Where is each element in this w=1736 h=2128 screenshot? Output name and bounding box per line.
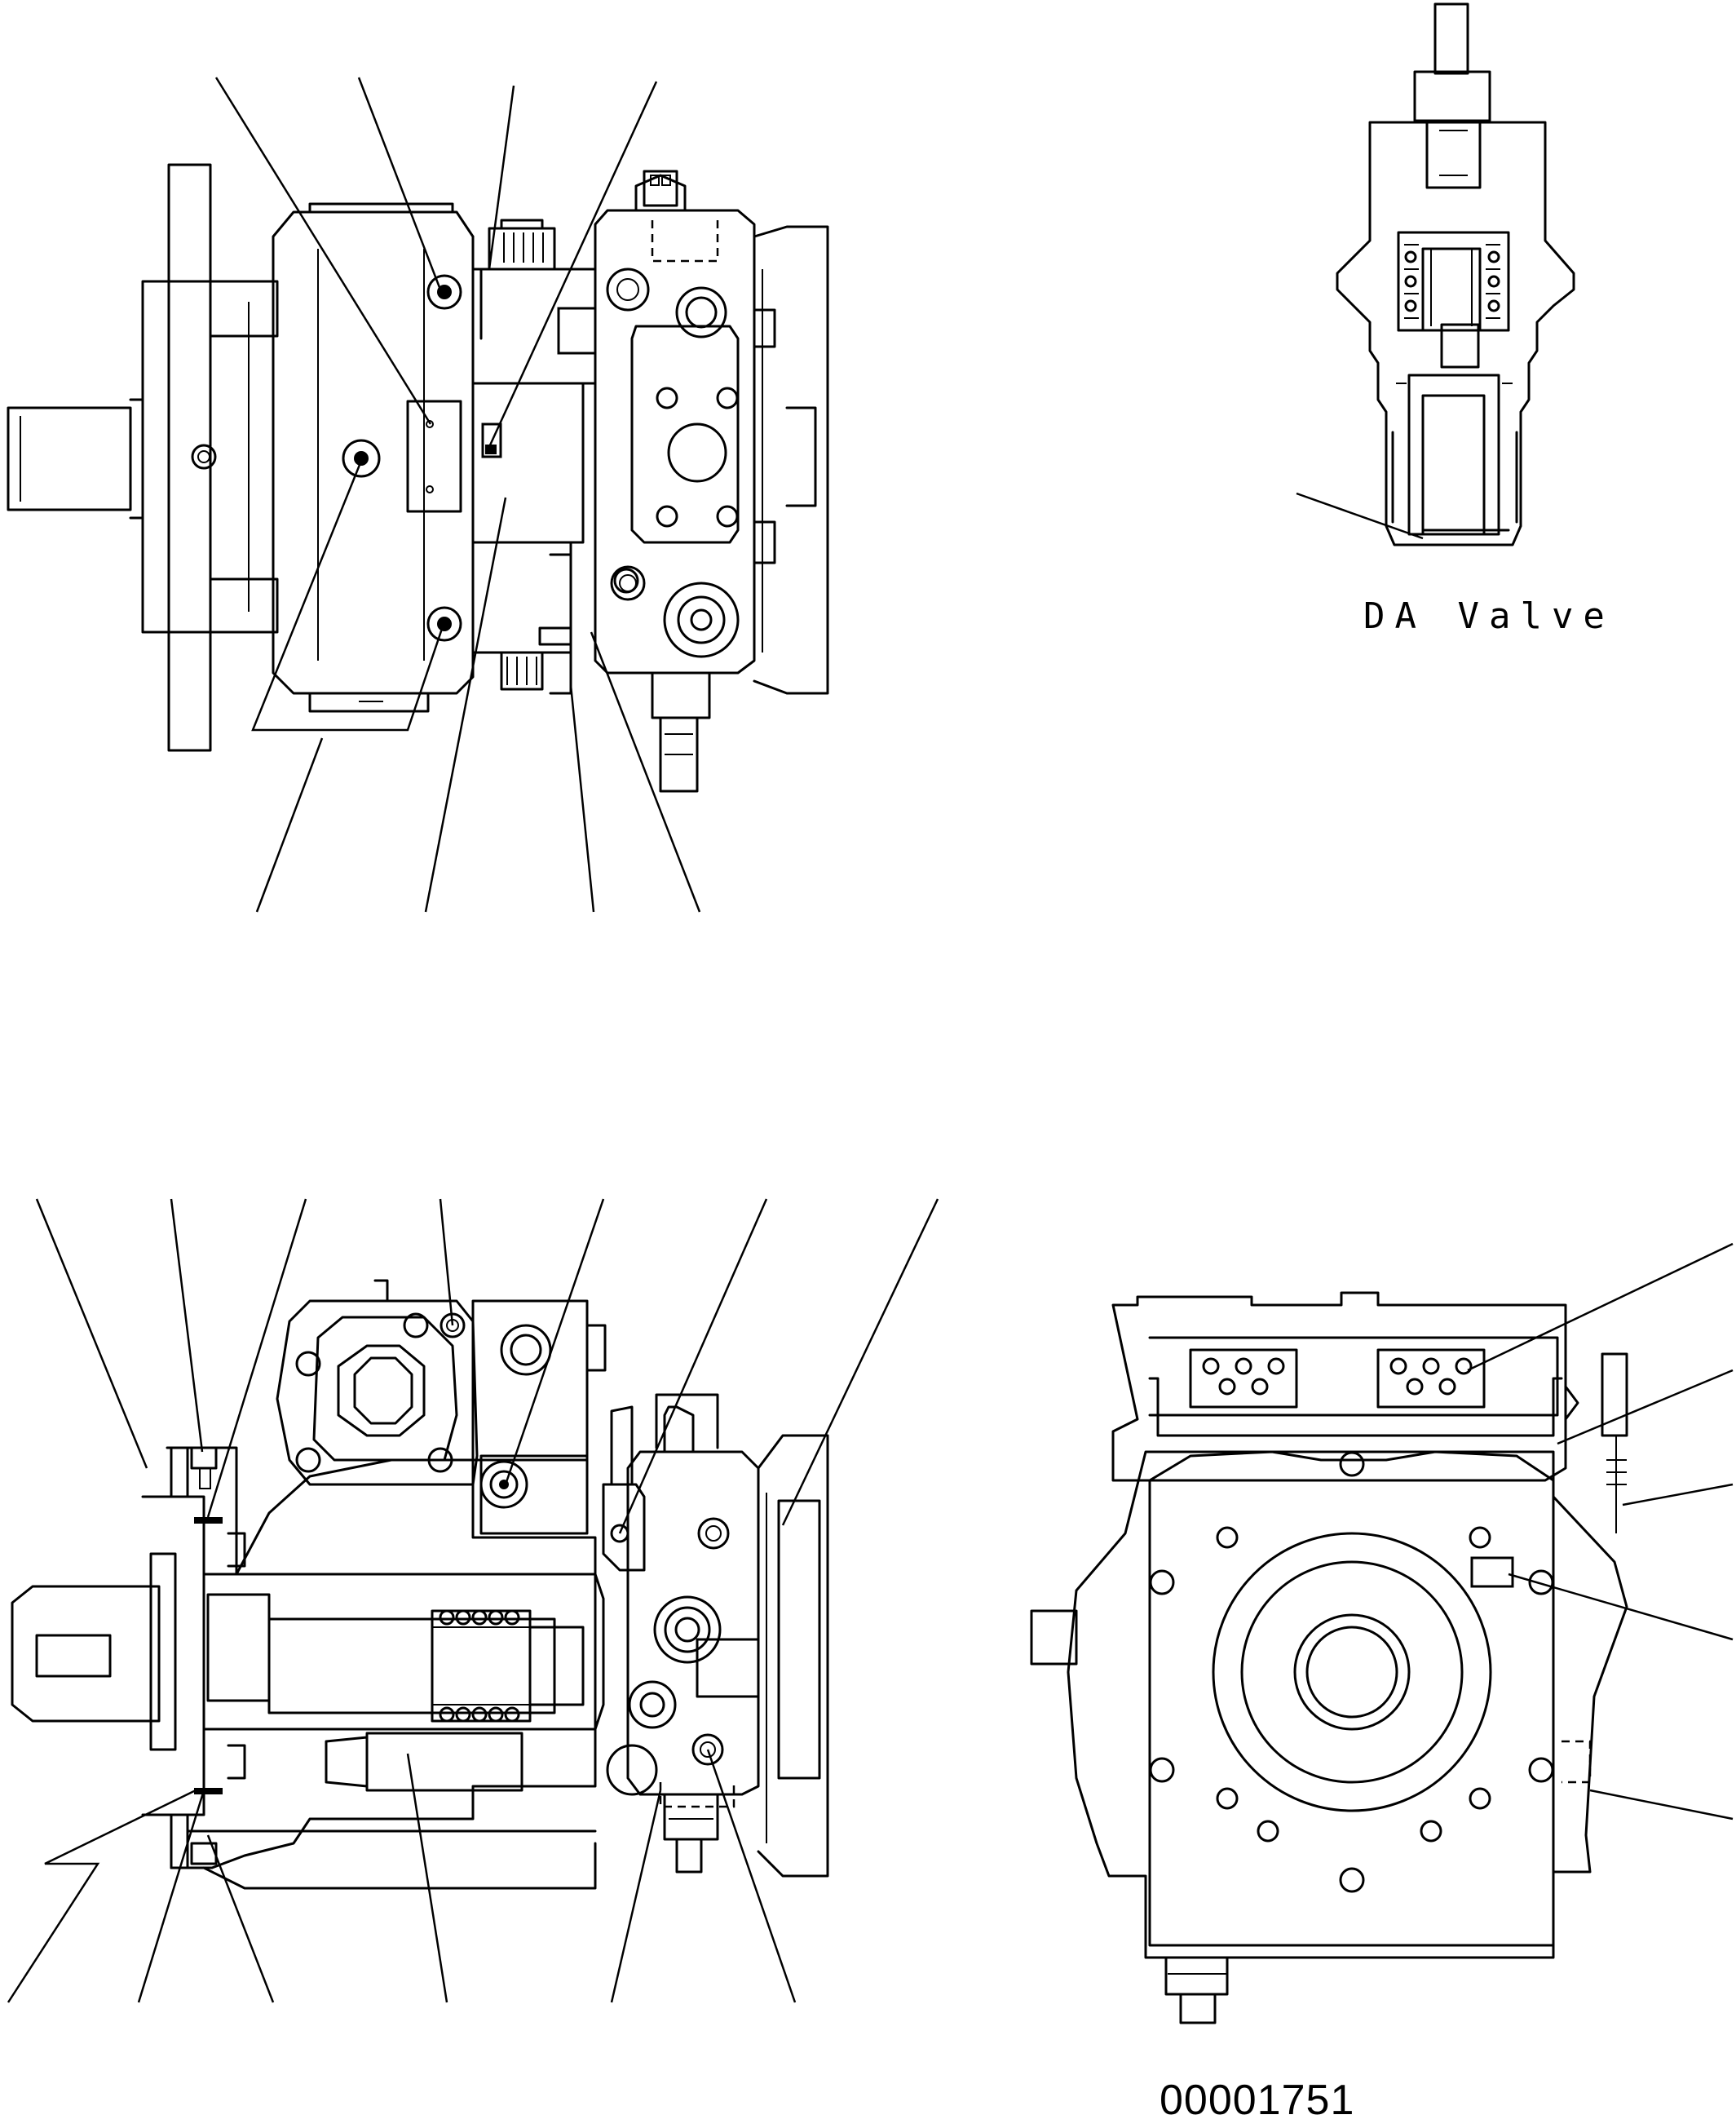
pump-rear-view xyxy=(1031,1293,1627,2023)
da-valve-label: DA Valve xyxy=(1363,595,1615,637)
callout-leader-lines xyxy=(8,77,1733,2002)
drawing-number: 00001751 xyxy=(1160,2077,1355,2124)
da-valve-cutaway xyxy=(1296,4,1574,545)
pump-top-view xyxy=(12,1281,828,1888)
pump-side-view xyxy=(8,165,828,791)
